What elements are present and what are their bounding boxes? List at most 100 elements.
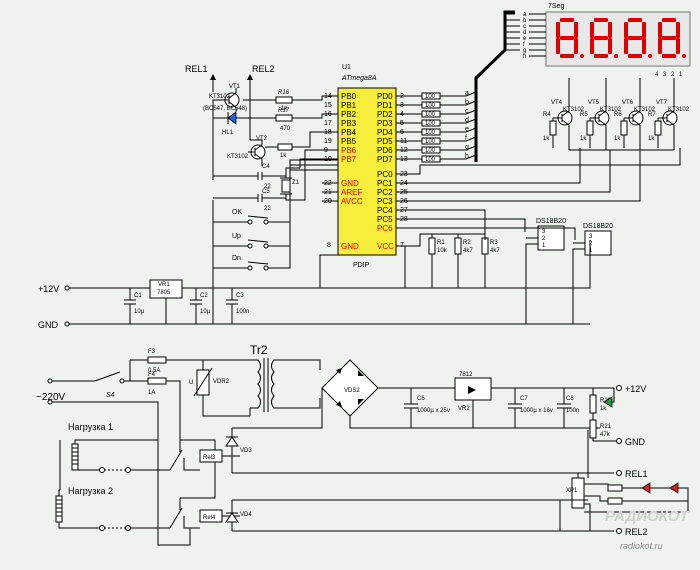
display-segment <box>608 38 612 54</box>
mcu-pin-name: AVCC <box>341 197 363 206</box>
vdr2-ref: VDR2 <box>213 379 230 385</box>
arrow-up-icon <box>210 74 216 80</box>
display-dot <box>682 54 686 58</box>
pullup-resistor <box>481 237 489 255</box>
diode-icon <box>336 368 364 407</box>
out-gnd-label: GND <box>625 437 646 447</box>
pullup-val: 4k7 <box>463 248 473 254</box>
mcu-pin-name: PB0 <box>341 92 357 101</box>
c7-val: 1000µ x 16v <box>520 408 553 414</box>
sensor-pin: 3 <box>589 234 593 240</box>
vr1-part: 7805 <box>157 290 171 296</box>
vd3-diode-icon <box>225 436 239 447</box>
display-segment <box>624 38 628 54</box>
mcu-pin-name: PC1 <box>377 179 393 188</box>
mcu-pin-name: PC0 <box>377 170 393 179</box>
button-contact-icon <box>247 265 253 271</box>
segment-resistor <box>421 92 441 100</box>
xp1-ref: XP1 <box>566 488 578 494</box>
digit-transistor-part: KT3102 <box>668 107 690 113</box>
vt1-alt: (BC547, BC548) <box>203 106 247 112</box>
supply-cap-val: 100n <box>236 309 249 315</box>
sensor-pin: 1 <box>589 248 593 254</box>
z1-ref: Z1 <box>292 180 300 186</box>
display-segment <box>560 54 574 58</box>
r21-ref: R21 <box>600 424 612 430</box>
digit-resistor-val: 1k <box>614 136 621 142</box>
button-contact-icon <box>263 243 269 249</box>
mcu-pin-name: PC4 <box>377 206 393 215</box>
segment-resistor-value: 100 <box>425 130 436 136</box>
rel1-label: REL1 <box>185 64 208 74</box>
supply-cap-ref: C2 <box>200 293 208 299</box>
segment-letter: d <box>465 117 469 124</box>
button-label: OK <box>232 209 242 216</box>
segment-letter: a <box>465 90 469 97</box>
display-segment <box>590 38 594 54</box>
display-bus-letter: b <box>523 18 527 24</box>
button-contact-icon <box>247 219 253 225</box>
display-segment <box>594 36 608 40</box>
supply-capacitor <box>124 288 136 324</box>
display-bus-letter: d <box>523 30 526 36</box>
sensor-pin: 2 <box>589 241 593 247</box>
vr1-ref: VR1 <box>158 282 170 288</box>
display-digit-pin: 3 <box>663 72 667 78</box>
mcu-pin-name: PB5 <box>341 137 357 146</box>
mcu-package: PDIP <box>353 262 370 269</box>
button-label: Up <box>232 233 241 240</box>
display-dot <box>614 54 618 58</box>
digit-resistor-val: 1k <box>648 136 655 142</box>
c6-capacitor <box>404 388 418 428</box>
c7-capacitor <box>508 388 522 428</box>
segment-resistor-value: 100 <box>425 121 436 127</box>
display-bus-letter: e <box>523 36 527 42</box>
display-segment <box>624 22 628 38</box>
vd4-ref: VD4 <box>240 512 252 518</box>
mcu-pin-name: PB4 <box>341 128 357 137</box>
f4-val: 1A <box>148 390 155 396</box>
c5-val: 22 <box>264 206 271 212</box>
v12-label: +12V <box>38 284 59 294</box>
c7-ref: C7 <box>520 396 528 402</box>
vd4-diode-icon <box>225 512 239 523</box>
mcu-pin-name: GND <box>341 242 359 251</box>
digit-transistor-part: KT3102 <box>600 107 622 113</box>
segment-resistor <box>421 146 441 154</box>
display-segment <box>662 54 676 58</box>
mcu-pin-number: 17 <box>324 120 332 127</box>
segment-letter: f <box>465 135 467 142</box>
display-bus-letter: f <box>523 42 525 48</box>
vt2-part: KT3102 <box>227 154 249 160</box>
mains-section: ~220V S4 F3 0.5A F4 1A VDR2 U Tr2 VDS2 <box>36 343 689 546</box>
f3-fuse <box>147 356 167 364</box>
sensor-ref: DS18B20 <box>536 218 566 225</box>
pullup-val: 4k7 <box>490 248 500 254</box>
r16-ref: R16 <box>278 90 290 96</box>
mcu-pin-name: PD1 <box>377 101 393 110</box>
gnd-label: GND <box>38 320 59 330</box>
bridge-ref: VDS2 <box>344 388 360 394</box>
pullup-resistor <box>428 237 436 255</box>
mains-terminal-icon <box>47 378 53 384</box>
display-digit-pin: 2 <box>671 72 675 78</box>
s4-ref: S4 <box>106 392 115 399</box>
mains-input-label: ~220V <box>36 392 66 403</box>
mcu-body <box>337 87 397 256</box>
r16-val: 1k <box>281 106 288 112</box>
s4-switch-icon <box>94 371 130 382</box>
rel2-label: REL2 <box>252 64 275 74</box>
display-dot <box>648 54 652 58</box>
watermark-logo: РАДИОКОТ <box>605 508 690 525</box>
port-c-wiring <box>396 148 681 247</box>
display-bus-letter: h <box>523 54 526 60</box>
segment-letter: e <box>465 126 469 133</box>
segment-letter: b <box>465 99 469 106</box>
display-segment <box>574 38 578 54</box>
hl1-led-icon <box>227 111 237 125</box>
transformer-ref: Tr2 <box>250 343 268 357</box>
supply-cap-val: 10µ <box>134 309 145 315</box>
segment-letter: g <box>465 144 469 151</box>
display-segment <box>676 22 680 38</box>
